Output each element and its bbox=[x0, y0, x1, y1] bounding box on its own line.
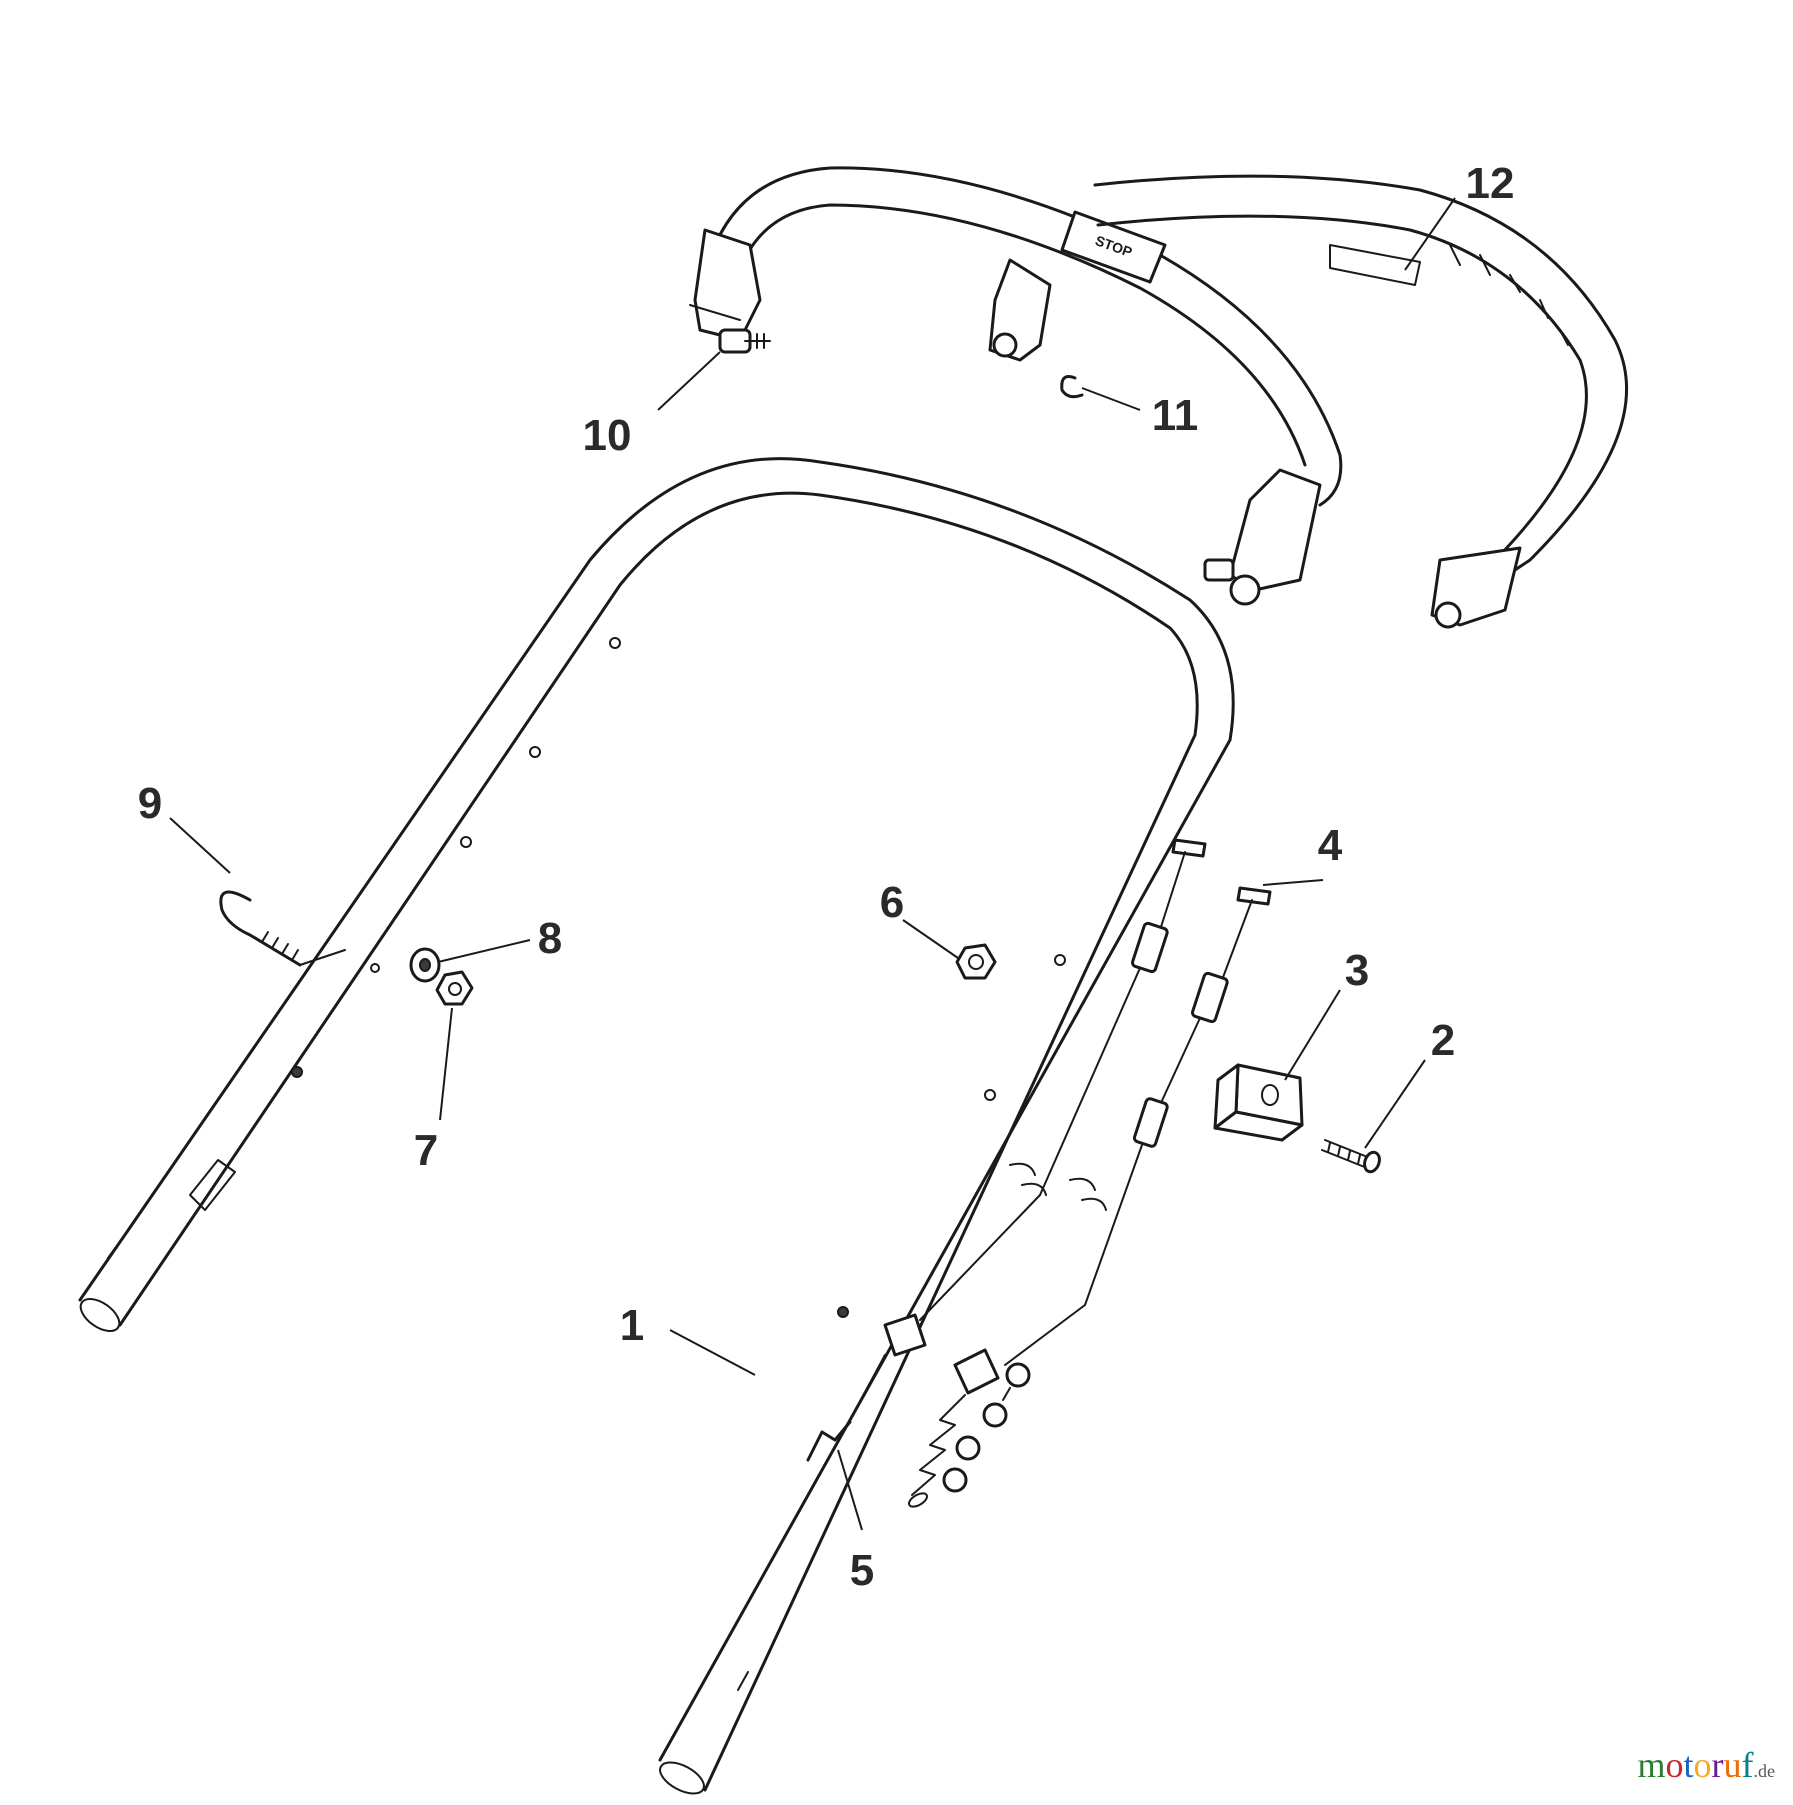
callout-11: 11 bbox=[1152, 391, 1199, 440]
callout-1: 1 bbox=[620, 1301, 644, 1350]
control-cables bbox=[849, 838, 1272, 1508]
control-bail bbox=[1093, 174, 1628, 629]
callout-4: 4 bbox=[1318, 821, 1343, 870]
watermark-brand: motoruf bbox=[1637, 1745, 1753, 1785]
nut-6 bbox=[955, 943, 997, 980]
callout-7: 7 bbox=[414, 1126, 438, 1175]
watermark-tld: .de bbox=[1753, 1761, 1776, 1781]
callout-8: 8 bbox=[538, 914, 562, 963]
z-hook bbox=[806, 1420, 852, 1462]
callout-9: 9 bbox=[138, 779, 162, 828]
callout-3: 3 bbox=[1345, 946, 1369, 995]
spacer-block bbox=[1213, 1063, 1304, 1142]
hook-bolt bbox=[219, 890, 346, 967]
leader-lines bbox=[169, 197, 1456, 1531]
screw bbox=[1321, 1139, 1381, 1174]
upper-handle-bar: STOP bbox=[689, 166, 1343, 606]
watermark-letter: o bbox=[1693, 1745, 1712, 1785]
callout-numbers: 1 2 3 4 5 6 7 8 9 10 11 12 bbox=[138, 159, 1515, 1595]
callout-10: 10 bbox=[583, 411, 632, 460]
callout-2: 2 bbox=[1431, 1016, 1455, 1065]
nut-7 bbox=[435, 970, 474, 1006]
watermark-letter: t bbox=[1683, 1745, 1694, 1785]
watermark-letter: m bbox=[1637, 1745, 1666, 1785]
watermark-letter: o bbox=[1665, 1745, 1684, 1785]
callout-12: 12 bbox=[1466, 159, 1515, 208]
lower-handle-tube bbox=[78, 457, 1235, 1795]
circlip bbox=[1060, 375, 1084, 399]
callout-6: 6 bbox=[880, 878, 904, 927]
watermark-logo: motoruf.de bbox=[1637, 1744, 1775, 1786]
watermark-letter: u bbox=[1723, 1745, 1742, 1785]
watermark-letter: r bbox=[1711, 1745, 1724, 1785]
washer bbox=[409, 947, 441, 983]
callout-5: 5 bbox=[850, 1546, 874, 1595]
watermark-letter: f bbox=[1741, 1745, 1754, 1785]
